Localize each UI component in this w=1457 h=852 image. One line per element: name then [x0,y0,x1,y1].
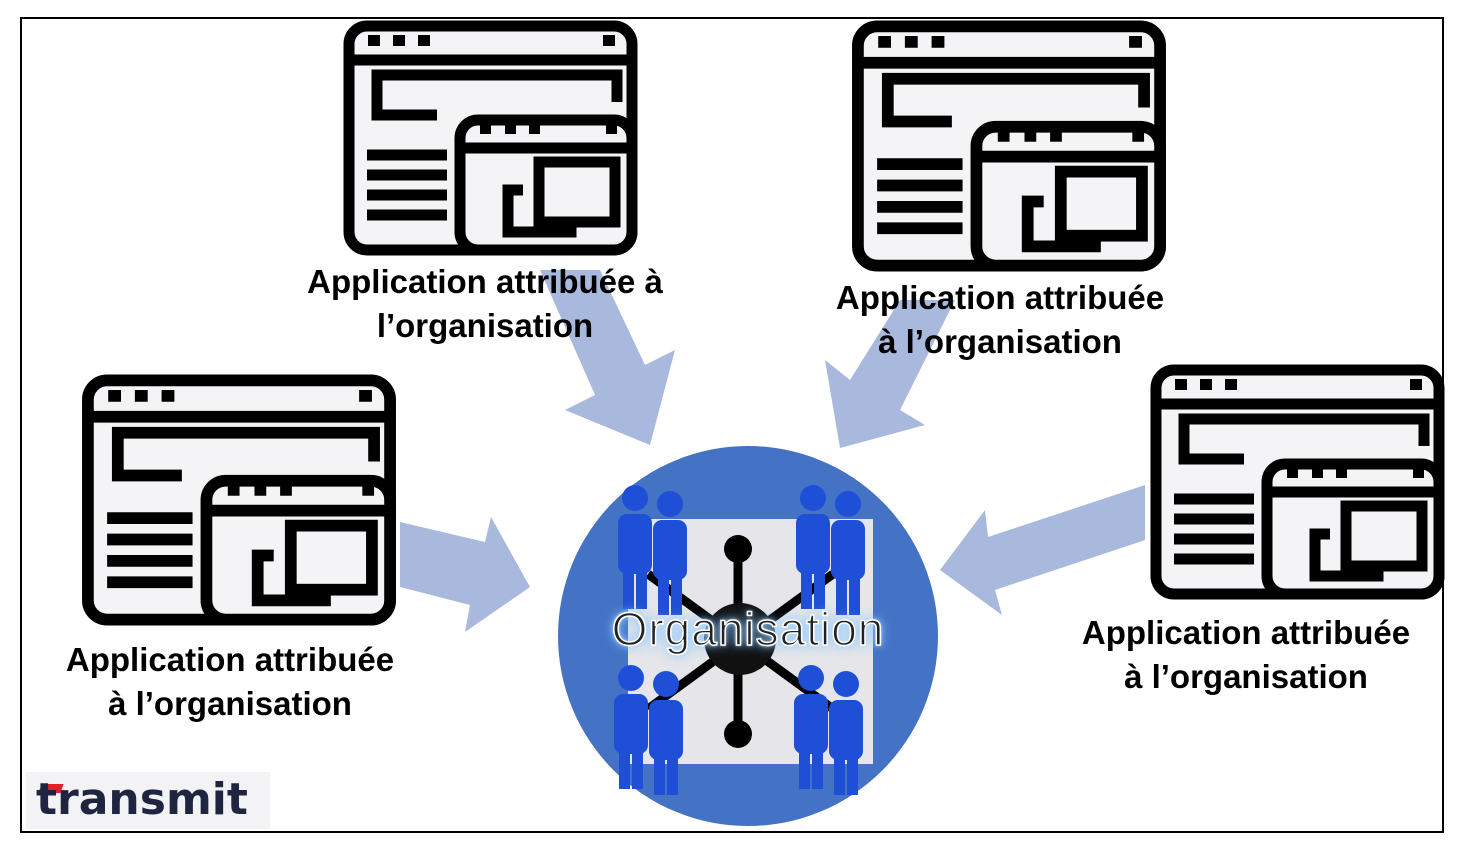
application-window-icon [343,20,638,256]
label-line2: à l’organisation [108,685,352,722]
label-line1: Application attribuée [65,641,395,678]
app-label-top-right: Application attribuée à l’organisation [790,276,1210,364]
organisation-graphic [558,446,938,826]
organisation-title: Organisation [611,602,885,656]
label-line1: Application attribuée [835,279,1165,316]
label-line2: l’organisation [376,307,594,344]
logo-text: transmit [36,774,248,825]
label-line1: Application attribuée à [307,263,663,300]
people-group-icon [614,485,865,795]
app-label-top-left: Application attribuée à l’organisation [270,260,700,348]
arrow-left [400,517,530,632]
arrow-right [940,485,1145,615]
application-window-icon [1150,364,1445,600]
app-label-right: Application attribuée à l’organisation [1036,611,1456,699]
label-line2: à l’organisation [878,323,1122,360]
transmit-logo: transmit [26,772,270,829]
application-window-icon [852,20,1166,272]
application-window-icon [82,374,396,626]
app-label-left: Application attribuée à l’organisation [20,638,440,726]
arrow-top-left [540,270,675,445]
arrow-top-right [825,300,955,448]
label-line2: à l’organisation [1124,658,1368,695]
organisation-node: Organisation [553,444,943,829]
label-line1: Application attribuée [1081,614,1411,651]
